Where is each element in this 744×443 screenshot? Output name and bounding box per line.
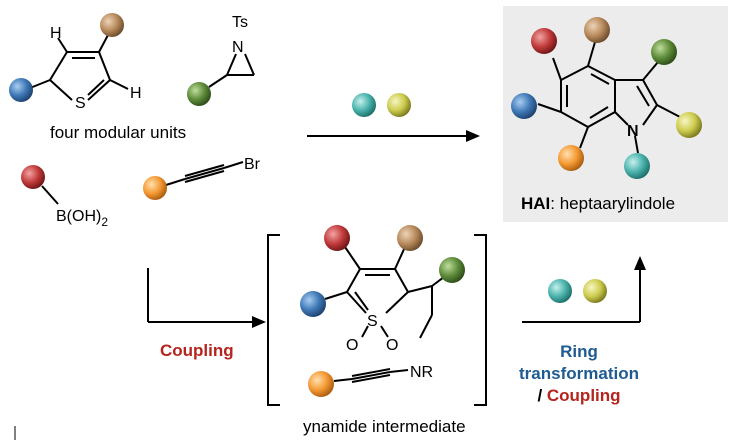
aziridine-n-label: N [232,39,244,56]
thiophene-h-label-1: H [50,25,62,42]
ring-label-line3: / Coupling [537,386,620,405]
brown-sphere [397,225,423,251]
yellow-sphere [583,279,607,303]
red-sphere [21,165,45,189]
product-name: HAI: heptaarylindole [521,194,675,213]
aziridine-ts-label: Ts [232,14,248,31]
bromine-label: Br [244,156,261,173]
yellow-sphere [387,93,411,117]
aziridine-unit [208,53,255,88]
brown-sphere [584,17,610,43]
red-sphere [531,28,557,54]
boronic-bond [41,185,59,205]
green-sphere [439,257,465,283]
arrow-head-top [466,130,480,142]
indole-n-label: N [627,123,639,140]
teal-sphere [352,93,376,117]
arrow-head-ring [634,256,646,270]
intermediate-s-label: S [367,313,378,330]
intermediate-caption: ynamide intermediate [303,417,466,436]
ring-label-line2: transformation [519,364,639,383]
thiophene-unit [29,34,129,101]
orange-sphere [308,371,334,397]
orange-sphere [558,145,584,171]
thiophene-h-label-2: H [130,85,142,102]
nr-label: NR [410,364,433,381]
intermediate-o-label-2: O [386,337,398,354]
red-sphere [324,225,350,251]
blue-sphere [9,78,33,102]
yellow-sphere [676,112,702,138]
coupling-label: Coupling [160,341,234,360]
blue-sphere [300,291,326,317]
ring-label-line1: Ring [560,342,598,361]
indole-structure [537,41,681,154]
intermediate-o-label-1: O [346,337,358,354]
green-sphere [651,39,677,65]
orange-sphere [143,176,167,200]
arrow-head-coupling [252,316,266,328]
teal-sphere [548,279,572,303]
brown-sphere [100,13,124,37]
bracket-right [474,234,487,406]
thiophene-s-label: S [75,95,86,112]
teal-sphere [624,153,650,179]
intermediate-structure [324,246,445,383]
bracket-left [267,234,280,406]
green-sphere [187,82,211,106]
boronic-acid-label: B(OH)2 [56,208,108,229]
modular-units-caption: four modular units [50,123,186,142]
blue-sphere [511,93,537,119]
bromoalkyne-unit [165,161,244,186]
